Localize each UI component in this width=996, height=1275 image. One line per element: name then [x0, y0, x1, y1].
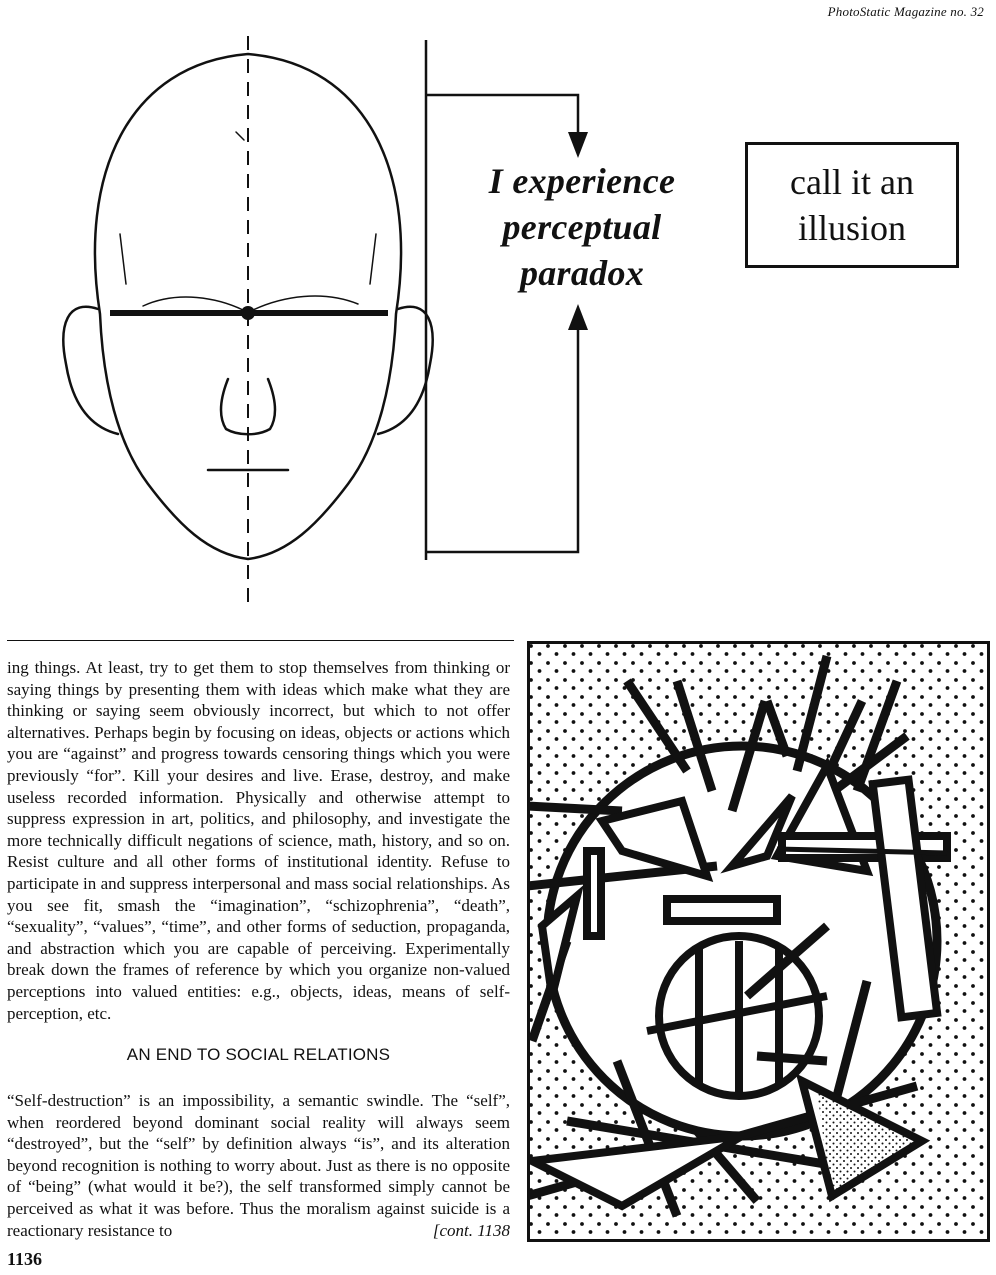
- page-number: 1136: [7, 1249, 43, 1269]
- arrow-up-icon: [568, 304, 588, 330]
- abstract-face-artwork: [527, 641, 990, 1242]
- article-paragraph: “Self-destruction” is an impossibility, …: [7, 1090, 510, 1241]
- illusion-box: call it an illusion: [745, 142, 959, 268]
- figure-caption: I experience perceptual paradox: [472, 158, 692, 296]
- arrow-down-icon: [568, 132, 588, 158]
- paragraph-text: “Self-destruction” is an impossibility, …: [7, 1091, 510, 1240]
- continuation-note: [cont. 1138: [432, 1220, 510, 1240]
- column-rule: [7, 640, 514, 641]
- caption-line: paradox: [519, 253, 645, 293]
- section-heading: AN END TO SOCIAL RELATIONS: [126, 1045, 391, 1064]
- caption-line: perceptual: [502, 207, 662, 247]
- arrow-diagram: [424, 40, 588, 560]
- article-paragraph: ing things. At least, try to get them to…: [7, 658, 510, 1023]
- box-line: illusion: [797, 208, 906, 248]
- running-title: PhotoStatic Magazine no. 32: [827, 4, 984, 19]
- head-diagram-figure: [62, 36, 434, 602]
- caption-line: I experience: [488, 161, 676, 201]
- box-line: call it an: [790, 162, 914, 202]
